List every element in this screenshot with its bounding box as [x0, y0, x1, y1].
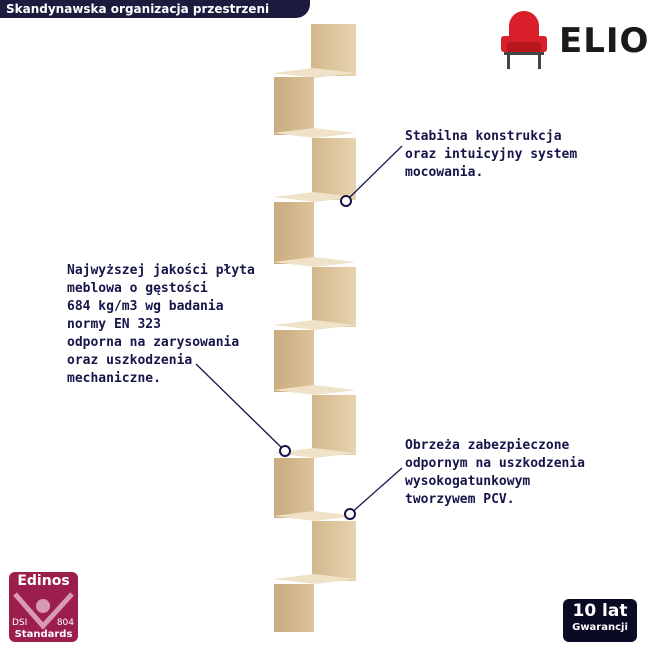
- warranty-years: 10 lat: [572, 601, 628, 621]
- callout-dot-right: [344, 508, 356, 520]
- warranty-badge: 10 lat Gwarancji: [563, 599, 637, 642]
- callout-line: wysokogatunkowym: [405, 474, 531, 489]
- certificate-subtitle: Standards: [14, 629, 73, 640]
- callout-left: Najwyższej jakości płyta meblowa o gęsto…: [67, 262, 255, 388]
- certificate-emblem-icon: [13, 592, 74, 630]
- certificate-title: Edinos: [17, 573, 70, 589]
- callout-line: mechaniczne.: [67, 371, 161, 386]
- certificate-badge: Edinos DSI 804 Standards: [9, 572, 78, 642]
- callout-line: Stabilna konstrukcja: [405, 129, 562, 144]
- warranty-label: Gwarancji: [572, 622, 628, 633]
- callout-line: oraz intuicyjny system: [405, 147, 578, 162]
- armchair-icon: [501, 11, 547, 69]
- certificate-dsi: DSI: [12, 618, 28, 628]
- callout-line: normy EN 323: [67, 317, 161, 332]
- callout-top: Stabilna konstrukcja oraz intuicyjny sys…: [405, 128, 577, 182]
- callout-line: tworzywem PCV.: [405, 492, 515, 507]
- brand-logo: ELIOR: [495, 8, 650, 73]
- header-banner: Skandynawska organizacja przestrzeni: [0, 0, 310, 18]
- callout-right: Obrzeża zabezpieczone odpornym na uszkod…: [405, 437, 585, 509]
- callout-line: odpornym na uszkodzenia: [405, 456, 586, 471]
- brand-name: ELIOR: [559, 21, 650, 61]
- callout-line: Obrzeża zabezpieczone: [405, 438, 570, 453]
- callout-line: mocowania.: [405, 165, 484, 180]
- callout-dot-top: [340, 195, 352, 207]
- callout-dot-left: [279, 445, 291, 457]
- callout-line: meblowa o gęstości: [67, 281, 208, 296]
- callout-line: odporna na zarysowania: [67, 335, 240, 350]
- certificate-number: 804: [56, 618, 74, 628]
- callout-line: Najwyższej jakości płyta: [67, 263, 255, 278]
- callout-line: 684 kg/m3 wg badania: [67, 299, 224, 314]
- callout-line: oraz uszkodzenia: [67, 353, 193, 368]
